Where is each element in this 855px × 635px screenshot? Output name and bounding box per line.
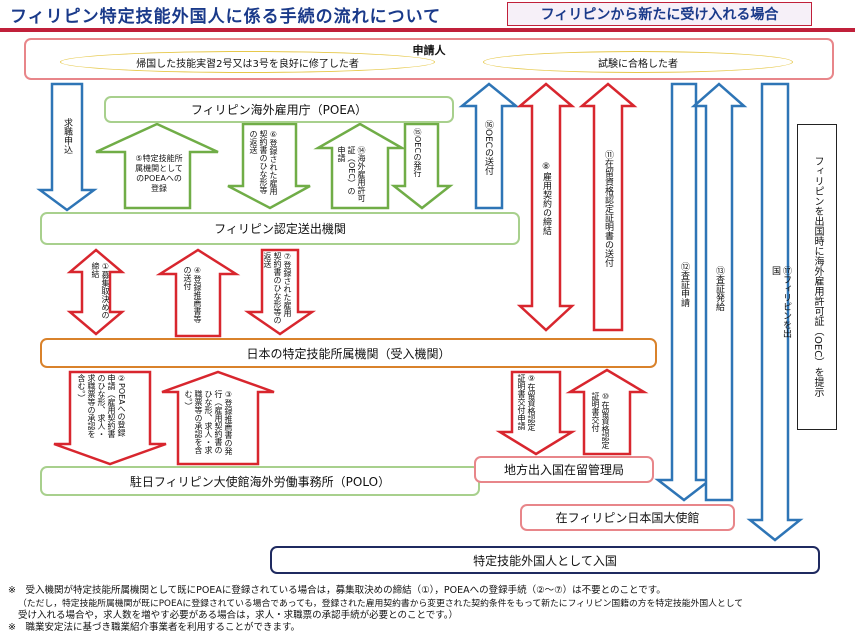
arrow-s10 <box>565 368 649 456</box>
page-subtitle: フィリピンから新たに受け入れる場合 <box>507 2 812 26</box>
arrow-s7 <box>243 248 317 336</box>
label-s4: ④登録推薦書等の送付 <box>183 266 202 323</box>
arrow-s4 <box>155 248 241 338</box>
label-s11: ⑪在留資格認定証明書の送付 <box>603 150 613 267</box>
host-label: 日本の特定技能所属機関（受入機関） <box>246 346 451 361</box>
label-s10: ⑩在留資格認定証明書交付 <box>591 392 610 449</box>
arrow-s13 <box>690 82 748 502</box>
label-s3: ③登録推薦書の発行（雇用契約書のひな形、求人・求職票等の承認を含む。） <box>184 390 233 455</box>
polo-box: 駐日フィリピン大使館海外労働事務所（POLO） <box>40 466 480 496</box>
side-note-text: フィリピンを出国時に海外雇用許可証（OEC）を提示 <box>812 156 823 398</box>
arrow-s6 <box>227 122 311 210</box>
arrow-s5 <box>95 122 219 210</box>
immigration-box: 地方出入国在留管理局 <box>474 456 654 483</box>
title-underline <box>0 28 855 32</box>
arrow-s3 <box>161 370 275 466</box>
immigration-label: 地方出入国在留管理局 <box>503 463 624 477</box>
oval-former-trainee: 帰国した技能実習2号又は3号を良好に修了した者 <box>60 51 435 73</box>
label-s2: ②POEAへの登録申請（雇用契約書のひな形、求人・求職票等の承認を含む。） <box>77 374 126 438</box>
label-s16: ⑯OECの送付 <box>483 120 493 176</box>
host-box: 日本の特定技能所属機関（受入機関） <box>40 338 657 368</box>
page-title: フィリピン特定技能外国人に係る手続の流れについて <box>10 7 442 27</box>
arrow-s16 <box>458 82 520 210</box>
footnote-4: ※ 職業安定法に基づき職業紹介事業者を利用することができます。 <box>8 622 301 633</box>
oval-passed-exam: 試験に合格した者 <box>483 51 793 73</box>
embassy-label: 在フィリピン日本国大使館 <box>555 511 700 525</box>
label-s6: ⑥登録された雇用契約書のひな形等の返送 <box>249 130 278 195</box>
entry-label: 特定技能外国人として入国 <box>473 553 617 568</box>
side-note-box: フィリピンを出国時に海外雇用許可証（OEC）を提示 <box>797 124 837 430</box>
label-s13: ⑬査証発給 <box>714 266 724 311</box>
poea-box: フィリピン海外雇用庁（POEA） <box>104 96 454 123</box>
arrow-s2 <box>53 370 167 466</box>
label-s17: ⑰フィリピンを出国 <box>770 266 791 338</box>
label-s15: ⑮OECの発行 <box>413 128 422 177</box>
label-s1: ①募集取決めの締結 <box>91 262 110 319</box>
arrow-s1 <box>66 248 126 336</box>
applicant-label: 申請人 <box>412 44 446 57</box>
label-job-apply: 求職申込 <box>62 118 72 154</box>
footnote-3: 受け入れる場合や，求人数を増やす必要がある場合は，求人・求職票の承認手続が必要と… <box>18 610 459 621</box>
arrow-s9 <box>495 370 577 456</box>
label-s8: ⑧雇用契約の締結 <box>541 162 551 235</box>
arrow-s8 <box>516 82 576 332</box>
arrow-job-apply <box>36 82 98 212</box>
label-s5: ⑤特定技能所属機関としてのPOEAへの登録 <box>135 154 183 193</box>
poea-label: フィリピン海外雇用庁（POEA） <box>190 103 368 117</box>
agency-label: フィリピン認定送出機関 <box>214 222 346 236</box>
arrow-s14 <box>313 122 407 210</box>
label-s14: ⑭海外雇用許可証（OEC）の申請 <box>337 146 366 202</box>
polo-label: 駐日フィリピン大使館海外労働事務所（POLO） <box>129 474 391 489</box>
arrow-s15 <box>390 122 454 210</box>
embassy-box: 在フィリピン日本国大使館 <box>520 504 735 531</box>
label-s7: ⑦登録された雇用契約書のひな形等の返送 <box>263 252 292 324</box>
entry-box: 特定技能外国人として入国 <box>270 546 820 574</box>
footnote-2: （ただし，特定技能所属機関が既にPOEAに登録されている場合であっても，登録され… <box>18 599 744 609</box>
label-s12: ⑫査証申請 <box>679 262 689 307</box>
agency-box: フィリピン認定送出機関 <box>40 212 520 245</box>
footnote-1: ※ 受入機関が特定技能所属機関として既にPOEAに登録されている場合は，募集取決… <box>8 585 666 596</box>
arrow-s11 <box>578 82 638 332</box>
arrow-s17 <box>746 82 804 542</box>
arrow-s12 <box>654 82 714 502</box>
label-s9: ⑨在留資格認定証明書交付申請 <box>517 374 536 431</box>
